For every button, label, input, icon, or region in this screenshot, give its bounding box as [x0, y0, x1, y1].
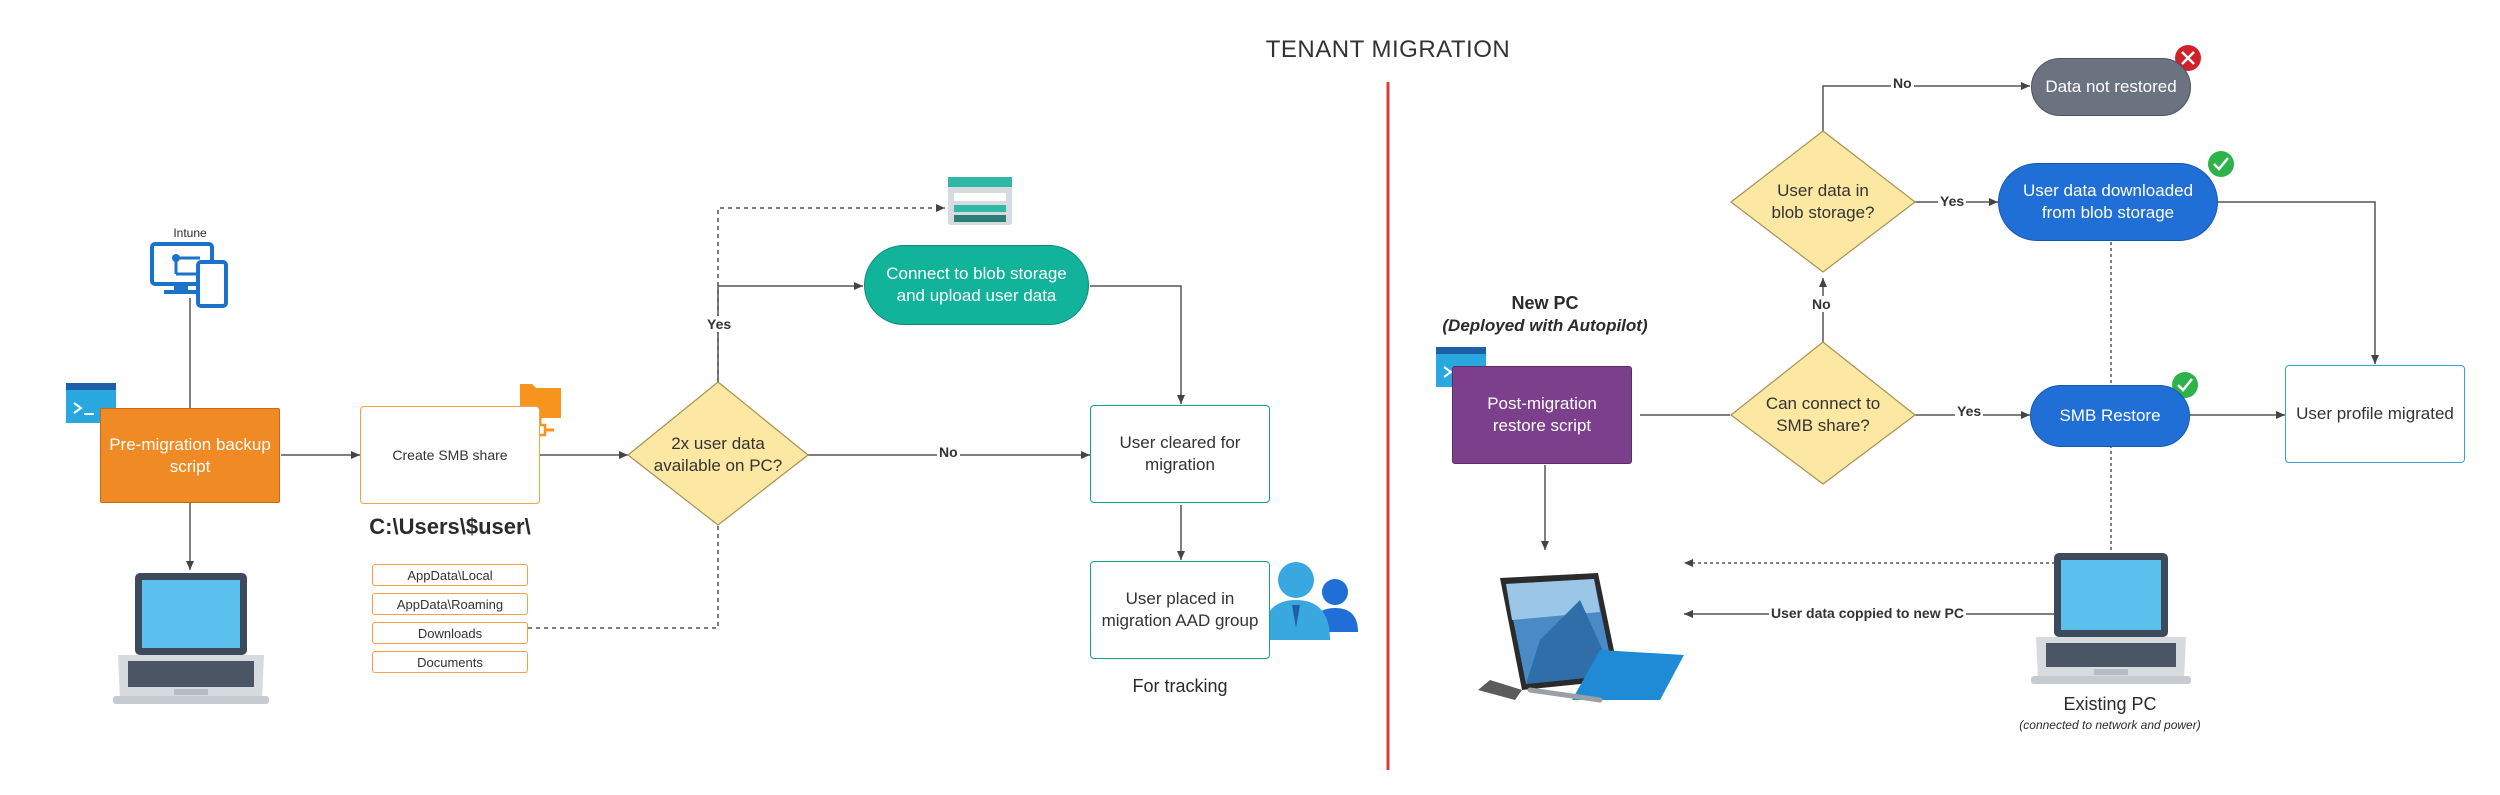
folder-item: AppData\Local [372, 564, 528, 586]
yes-label-left: Yes [705, 316, 734, 332]
post-migration-node: Post-migration restore script [1452, 366, 1632, 464]
decision-diamond-left [627, 381, 809, 526]
users-group-icon [1262, 562, 1358, 640]
new-pc-label: New PC [1511, 293, 1579, 313]
not-restored-node: Data not restored [2031, 58, 2191, 116]
folder-item: Downloads [372, 622, 528, 644]
create-smb-node: Create SMB share [360, 406, 540, 504]
profile-migrated-node: User profile migrated [2285, 365, 2465, 463]
check-icon [2208, 151, 2234, 177]
laptop-icon [2031, 553, 2191, 684]
blob-check-label: User data in blob storage? [1771, 181, 1875, 222]
no-label-top: No [1891, 75, 1914, 91]
desktop-monitor-icon [150, 242, 228, 308]
right-connectors [1541, 82, 2379, 618]
placed-node: User placed in migration AAD group [1090, 561, 1270, 659]
no-label-smb: No [1810, 296, 1833, 312]
decision-diamond-smb [1730, 341, 1916, 485]
folder-item: Documents [372, 651, 528, 673]
existing-note-label: (connected to network and power) [2019, 718, 2201, 732]
downloaded-node: User data downloaded from blob storage [1998, 163, 2218, 241]
autopilot-label: (Deployed with Autopilot) [1442, 316, 1648, 335]
intune-label: Intune [173, 226, 207, 240]
path-label: C:\Users\$user\ [369, 514, 531, 539]
no-label-left: No [937, 444, 960, 460]
folder-item: AppData\Roaming [372, 593, 528, 615]
existing-pc-label: Existing PC [2063, 694, 2157, 714]
smb-restore-node: SMB Restore [2030, 385, 2190, 447]
pre-migration-node: Pre-migration backup script [100, 408, 280, 503]
tracking-label: For tracking [1132, 676, 1228, 696]
tablet-pc-icon [1478, 573, 1684, 703]
blob-storage-icon [948, 177, 1012, 225]
can-connect-label: Can connect to SMB share? [1765, 394, 1881, 435]
laptop-icon [113, 573, 269, 704]
cleared-node: User cleared for migration [1090, 405, 1270, 503]
decision-diamond-blob-shape [1730, 130, 1916, 273]
diagram-title: TENANT MIGRATION [1265, 36, 1511, 63]
blob-upload-node: Connect to blob storage and upload user … [864, 245, 1089, 325]
copied-label: User data coppied to new PC [1769, 605, 1966, 621]
decision-label-left: 2x user data available on PC? [653, 434, 783, 475]
error-icon [2175, 45, 2201, 71]
yes-label-smb: Yes [1955, 403, 1984, 419]
yes-label-blob: Yes [1938, 193, 1967, 209]
